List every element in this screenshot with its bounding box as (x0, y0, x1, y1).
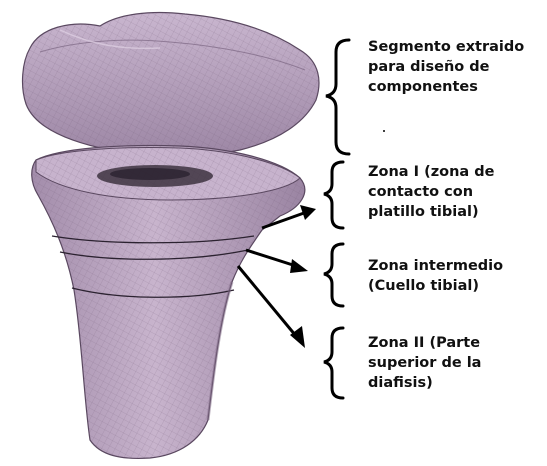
annotation-braces (324, 40, 349, 398)
label-zona-1: Zona I (zona de contacto con platillo ti… (368, 162, 494, 222)
arrow-zona-2 (238, 266, 305, 348)
brace-zona-2 (324, 328, 343, 398)
brace-zona-1 (324, 162, 343, 228)
label-segmento-extraido: Segmento extraido para diseño de compone… (368, 37, 524, 97)
brace-zona-intermedio (324, 244, 343, 306)
extracted-segment (23, 13, 319, 157)
arrow-zona-intermedio (246, 250, 308, 273)
brace-segment (326, 40, 349, 154)
label-zona-intermedio: Zona intermedio (Cuello tibial) (368, 256, 503, 296)
tibia-lower (32, 146, 305, 459)
label-zona-2: Zona II (Parte superior de la diafisis) (368, 333, 481, 393)
